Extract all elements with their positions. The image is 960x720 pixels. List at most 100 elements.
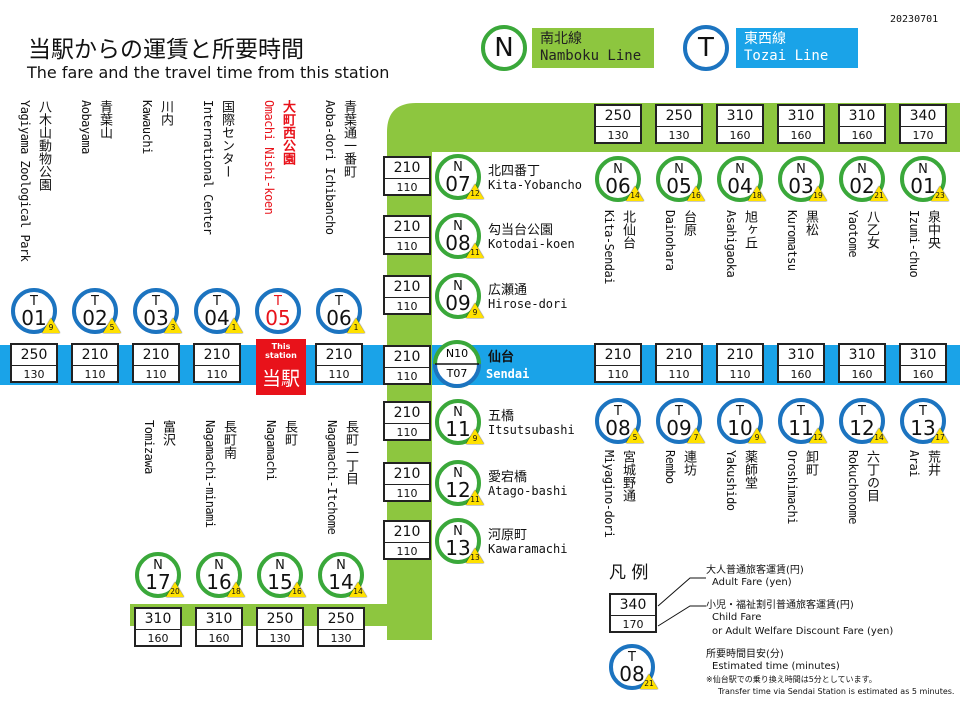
- legend-adult-en: Adult Fare (yen): [712, 577, 792, 588]
- station-number: 13: [910, 416, 936, 440]
- time-triangle-t01: [42, 318, 60, 333]
- time-triangle-t10: [748, 428, 766, 443]
- travel-time-n11: 9: [472, 434, 478, 443]
- station-name-en-t05: Omachi Nishi-koen: [262, 100, 276, 215]
- travel-time-t04: 1: [231, 323, 237, 332]
- line-code: N: [453, 524, 463, 539]
- adult-fare: 310: [779, 345, 823, 366]
- time-triangle-t12: [870, 428, 888, 443]
- travel-time-legend: 21: [644, 679, 654, 688]
- time-triangle-n05: [687, 186, 705, 201]
- station-number: 16: [206, 570, 232, 594]
- line-code: T: [858, 404, 866, 419]
- sendai-n-code: N10: [446, 347, 468, 360]
- legend-adult-ja: 大人普通旅客運賃(円): [706, 565, 804, 576]
- adult-fare: 210: [73, 345, 117, 366]
- station-name-ja-n08: 勾当台公園: [488, 223, 554, 238]
- station-number: 15: [267, 570, 293, 594]
- current-station-marker: This station 当駅: [256, 339, 306, 395]
- child-fare: 160: [790, 368, 812, 381]
- station-name-en-n17: Tomizawa: [142, 420, 156, 474]
- line-code: T: [30, 294, 38, 309]
- time-triangle-legend: [640, 674, 658, 689]
- travel-time-n12: 11: [470, 495, 480, 504]
- time-triangle-n15: [288, 582, 306, 597]
- station-name-en-n12: Atago-bashi: [488, 484, 568, 498]
- station-number: 17: [145, 570, 171, 594]
- station-name-ja-t02: 青葉山: [97, 100, 112, 139]
- child-fare: 110: [396, 487, 418, 500]
- station-name-ja-t04: 国際センター: [219, 100, 234, 178]
- time-triangle-t02: [103, 318, 121, 333]
- station-number: 12: [849, 416, 875, 440]
- time-triangle-t08: [626, 428, 644, 443]
- station-number: 07: [445, 172, 471, 196]
- sendai-name-ja: 仙台: [488, 350, 515, 365]
- line-code: N: [857, 162, 867, 177]
- station-name-en-t02: Aobayama: [79, 100, 93, 154]
- tozai-name-en: Tozai Line: [744, 48, 829, 64]
- child-fare: 160: [208, 632, 230, 645]
- adult-fare: 210: [385, 158, 429, 179]
- station-name-ja-n17: 富沢: [160, 420, 175, 446]
- line-code: T: [335, 294, 343, 309]
- station-number: 14: [328, 570, 354, 594]
- station-number: 08: [619, 662, 645, 686]
- line-code: T: [614, 404, 622, 419]
- station-name-en-t11: Oroshimachi: [785, 450, 799, 524]
- current-station-label: 当駅: [261, 368, 300, 390]
- this-station-label: This station: [265, 342, 297, 360]
- time-triangle-n08: [466, 243, 484, 258]
- line-code: N: [153, 558, 163, 573]
- station-name-en-n09: Hirose-dori: [488, 297, 568, 311]
- adult-fare: 310: [901, 345, 945, 366]
- travel-time-t10: 9: [754, 433, 760, 442]
- time-triangle-t09: [687, 428, 705, 443]
- child-fare: 110: [607, 368, 629, 381]
- page-title: 当駅からの運賃と所要時間: [28, 37, 304, 63]
- station-number: 06: [605, 174, 631, 198]
- station-number: 06: [326, 306, 352, 330]
- child-fare: 110: [668, 368, 690, 381]
- legend-child-ja: 小児・福祉割引普通旅客運賃(円): [706, 600, 854, 611]
- line-code: N: [735, 162, 745, 177]
- station-name-en-n11: Itsutsubashi: [488, 423, 575, 437]
- child-fare: 130: [607, 129, 629, 142]
- station-name-ja-t01: 八木山動物公園: [36, 100, 51, 191]
- adult-fare: 310: [779, 106, 823, 127]
- adult-fare: 340: [901, 106, 945, 127]
- line-code: N: [453, 405, 463, 420]
- time-triangle-n03: [809, 186, 827, 201]
- line-code: N: [453, 279, 463, 294]
- station-name-en-n08: Kotodai-koen: [488, 237, 575, 251]
- station-name-en-t10: Yakushido: [724, 450, 738, 511]
- travel-time-n01: 23: [935, 191, 945, 200]
- station-number: 12: [445, 478, 471, 502]
- adult-fare: 310: [136, 609, 180, 630]
- child-fare: 110: [396, 240, 418, 253]
- station-name-ja-n04: 旭ヶ丘: [742, 210, 757, 249]
- time-triangle-n11: [466, 429, 484, 444]
- travel-time-n17: 20: [170, 587, 180, 596]
- adult-fare: 210: [385, 464, 429, 485]
- station-number: 02: [82, 306, 108, 330]
- adult-fare: 250: [596, 106, 640, 127]
- adult-fare: 210: [317, 345, 361, 366]
- legend-child-en: Child Fare: [712, 612, 762, 623]
- travel-time-t09: 7: [693, 433, 699, 442]
- station-number: 10: [727, 416, 753, 440]
